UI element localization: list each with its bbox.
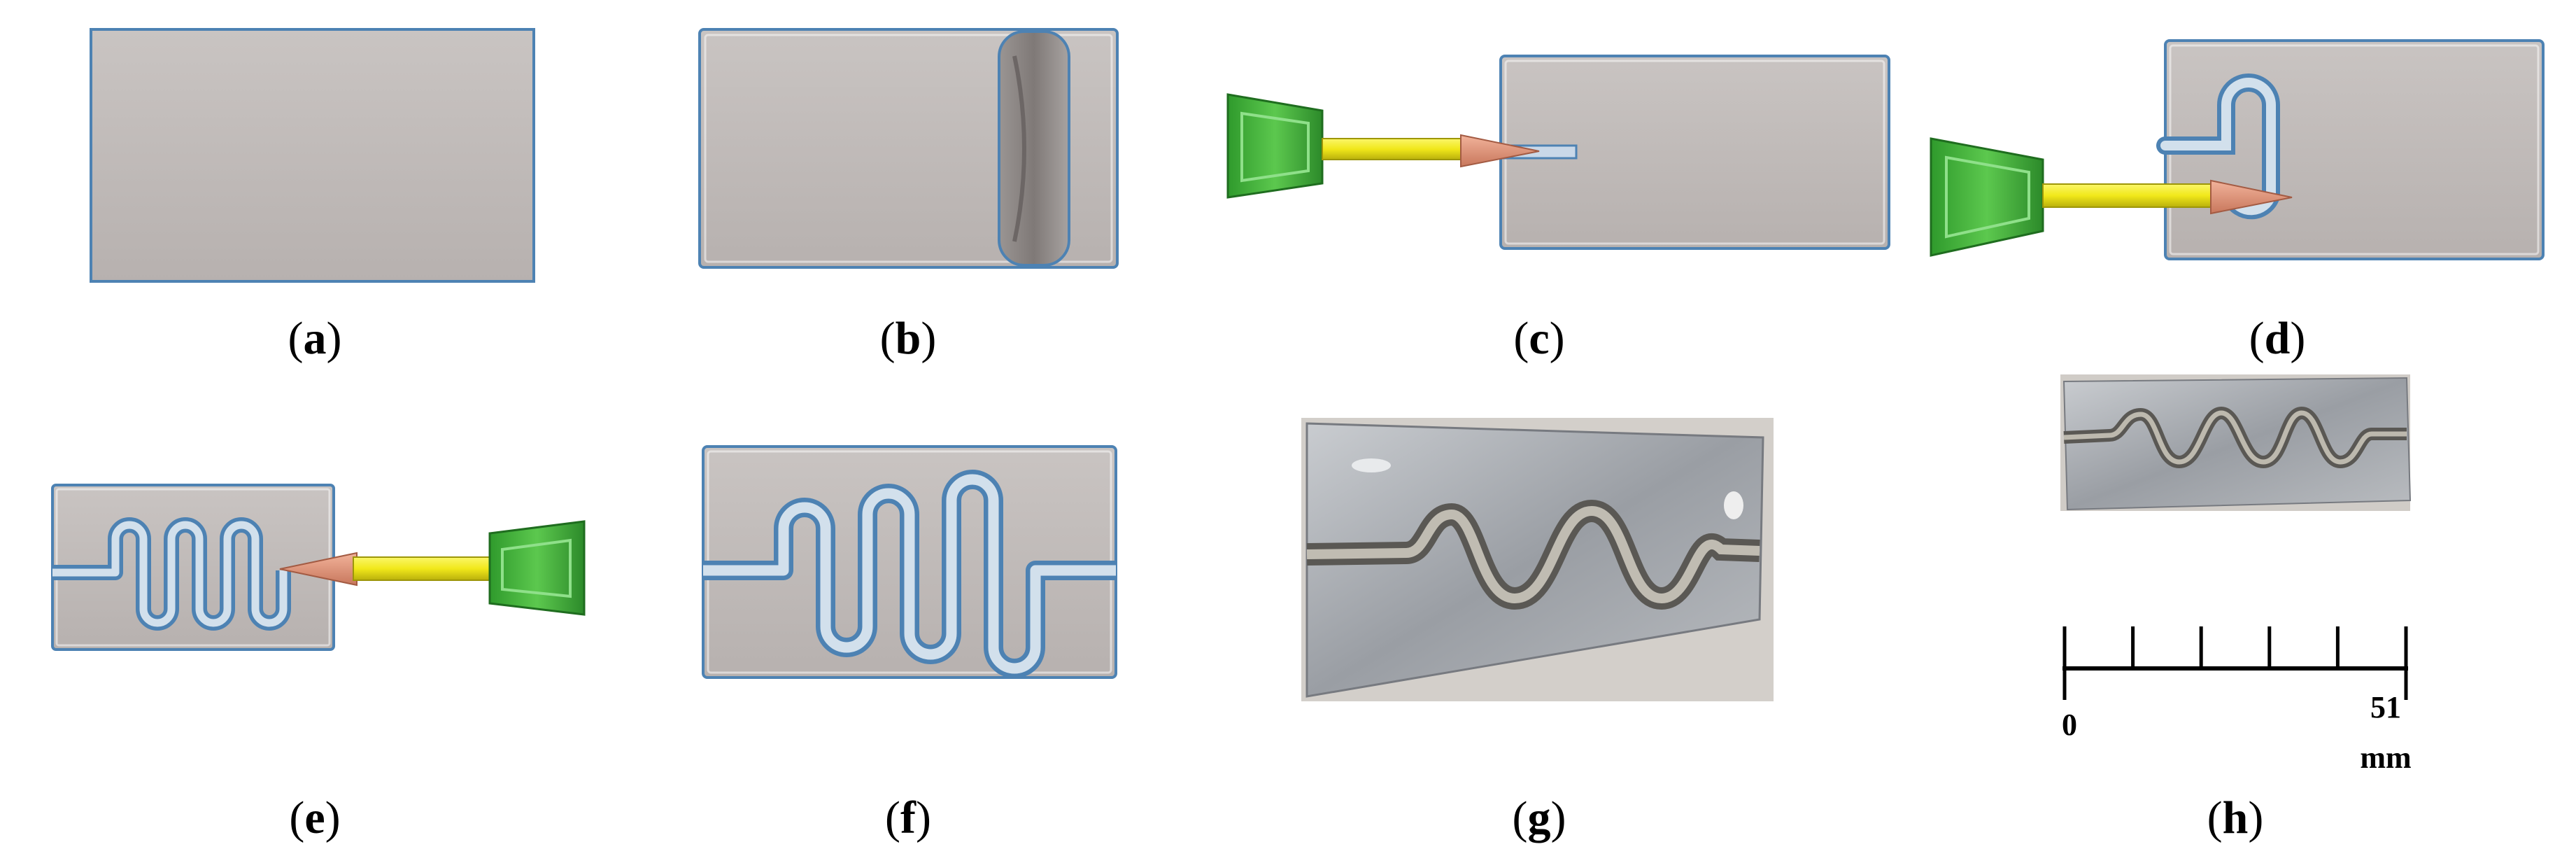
panel-a <box>90 28 535 283</box>
scale-ticks <box>2062 626 2408 700</box>
caption-c: (c) <box>1513 313 1564 364</box>
caption-b: (b) <box>880 313 937 364</box>
panel-h: 0 51 mm <box>2060 374 2412 775</box>
caption-g: (g) <box>1513 792 1566 843</box>
scale-unit-label: mm <box>2360 741 2411 775</box>
tool-tip <box>2210 179 2293 215</box>
tool-tip <box>1460 134 1540 168</box>
tool-holder <box>1930 137 2044 257</box>
scale-start-label: 0 <box>2062 708 2077 742</box>
scale-bar: 0 51 mm <box>2062 626 2412 775</box>
panel-e <box>51 484 586 651</box>
aluminium-plate <box>90 28 535 283</box>
caption-d: (d) <box>2249 313 2306 364</box>
caption-h: (h) <box>2207 792 2264 843</box>
caption-e: (e) <box>289 792 340 843</box>
panel-b <box>698 28 1119 269</box>
panel-g <box>1301 418 1774 701</box>
panel-f <box>702 445 1117 679</box>
forming-tool <box>1930 137 2293 257</box>
panel-d <box>1930 39 2545 260</box>
caption-a: (a) <box>288 313 342 364</box>
groove-band <box>998 30 1070 267</box>
formed-plate-photo <box>1305 422 1764 698</box>
tool-shank <box>353 556 494 581</box>
tool-shank <box>1322 138 1469 160</box>
scale-end-label: 51 <box>2370 690 2401 724</box>
forming-tool <box>279 520 586 616</box>
caption-f: (f) <box>885 792 931 843</box>
captions: (a) (b) (c) (d) (e) (f) (g) (h) <box>288 313 2306 843</box>
forming-tool <box>1226 93 1540 199</box>
panel-c <box>1226 55 1890 250</box>
tool-shank <box>2042 183 2217 208</box>
